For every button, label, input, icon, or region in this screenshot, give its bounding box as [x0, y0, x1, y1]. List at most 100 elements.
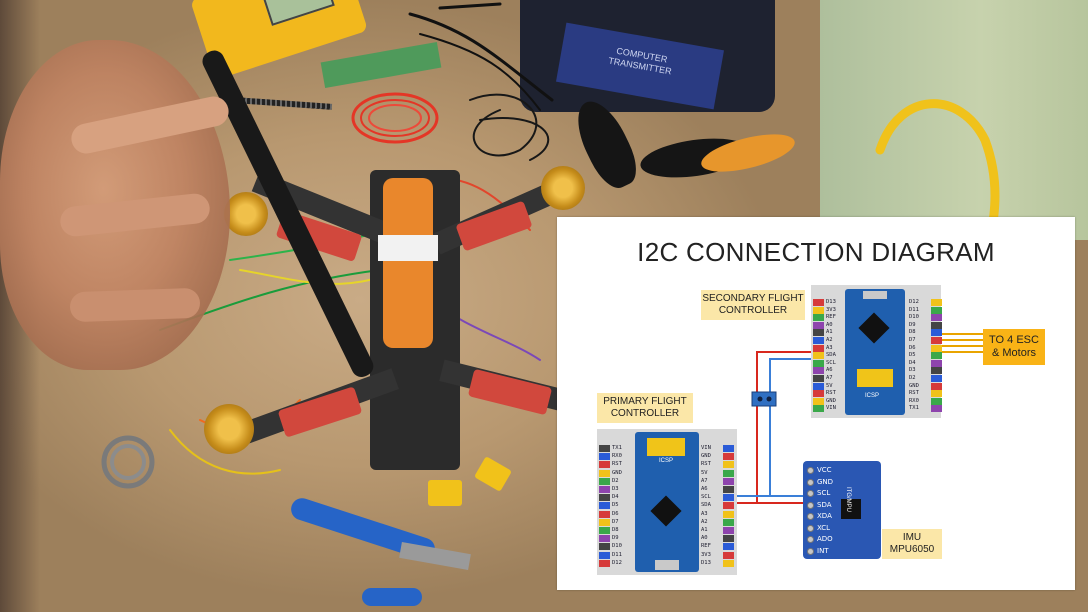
secondary-fc-board: ICSP: [845, 289, 905, 415]
pin-label: SDA: [701, 502, 711, 509]
pin-swatch: [813, 314, 824, 322]
imu-pin-hole: [807, 536, 814, 543]
pin-swatch: [813, 329, 824, 337]
pin-label: D5: [612, 502, 619, 509]
imu-pin-label: INT: [817, 546, 829, 555]
pin-label: RX0: [612, 453, 622, 460]
pin-swatch: [931, 306, 942, 314]
pin-label: A2: [826, 337, 833, 343]
pin-swatch: [813, 405, 824, 413]
pin-swatch: [599, 527, 610, 534]
primary-fc-label-1: PRIMARY FLIGHT: [603, 396, 687, 407]
pin-swatch: [723, 453, 734, 461]
pin-label: D12: [909, 299, 919, 305]
pin-swatch: [931, 314, 942, 322]
diagram-wires: [737, 333, 983, 504]
pin-swatch: [931, 375, 942, 382]
pin-swatch: [599, 494, 610, 502]
pin-label: RST: [826, 390, 836, 397]
primary-fc-board: ICSP: [635, 432, 699, 572]
usb-port: [655, 560, 679, 570]
pin-label: A3: [826, 344, 833, 351]
pin-label: RX0: [909, 397, 919, 404]
imu-pin-label: SCL: [817, 489, 831, 497]
primary-fc-label-2: CONTROLLER: [610, 408, 680, 419]
pin-label: 5V: [826, 382, 833, 389]
mcu-chip: [650, 495, 682, 527]
pin-label: A7: [701, 477, 708, 484]
pin-label: D13: [826, 299, 836, 305]
pin-swatch: [723, 502, 734, 510]
pin-swatch: [723, 559, 734, 567]
pin-label: D4: [909, 359, 916, 366]
pin-label: D6: [612, 510, 619, 517]
pin-swatch: [813, 397, 824, 405]
secondary-fc-label: SECONDARY FLIGHT CONTROLLER: [701, 290, 805, 320]
pin-label: VIN: [826, 405, 836, 412]
motor: [541, 166, 585, 210]
imu-pin-hole: [807, 524, 814, 532]
pin-label: REF: [826, 314, 836, 321]
pin-swatch: [723, 510, 734, 518]
secondary-fc-label-1: SECONDARY FLIGHT: [702, 293, 804, 304]
pin-label: A6: [701, 486, 708, 492]
i2c-diagram-card: I2C CONNECTION DIAGRAM SECONDARY FLIGHT …: [557, 217, 1075, 590]
motor: [204, 404, 254, 454]
pin-label: A7: [826, 375, 833, 381]
imu-pin-label: XDA: [817, 512, 832, 520]
pin-label: D11: [909, 306, 919, 313]
imu-label-2: MPU6050: [889, 544, 935, 555]
icsp-text: ICSP: [659, 458, 674, 464]
pin-label: A0: [826, 321, 833, 328]
pin-label: D8: [909, 329, 916, 336]
pin-label: SCL: [826, 359, 836, 366]
pin-label: D7: [909, 337, 916, 343]
pin-swatch: [931, 352, 942, 360]
pin-swatch: [931, 337, 942, 344]
pin-swatch: [599, 502, 610, 510]
pin-swatch: [599, 559, 610, 567]
pin-label: D6: [909, 344, 916, 351]
imu-pin-hole: [807, 490, 814, 497]
pin-label: 3V3: [826, 306, 836, 313]
imu-chip: [841, 499, 861, 519]
pin-label: D3: [612, 486, 619, 492]
imu-label-1: IMU: [902, 532, 922, 543]
pin-swatch: [931, 397, 942, 405]
pin-label: A6: [826, 367, 833, 374]
imu-pin-hole: [807, 547, 814, 555]
pin-swatch: [599, 551, 610, 559]
pin-label: D2: [909, 375, 916, 381]
pin-label: SCL: [701, 494, 711, 501]
pin-swatch: [599, 469, 610, 477]
usb-port: [863, 291, 887, 299]
pin-swatch: [813, 344, 824, 352]
pin-label: D12: [612, 559, 622, 566]
pin-swatch: [599, 445, 610, 452]
esc-motors-label: TO 4 ESC & Motors: [983, 329, 1045, 365]
pin-swatch: [813, 367, 824, 375]
imu-pin-hole: [807, 513, 814, 520]
pin-swatch: [813, 375, 824, 382]
pin-label: RST: [612, 461, 622, 468]
pin-swatch: [599, 461, 610, 469]
motor: [224, 192, 268, 236]
imu-chip-text: ITG/MPU: [845, 487, 851, 512]
icsp-text: ICSP: [865, 393, 880, 399]
pin-swatch: [813, 306, 824, 314]
pin-label: GND: [909, 382, 919, 389]
pin-label: A0: [701, 535, 708, 542]
pin-label: A1: [826, 329, 833, 336]
pin-label: D4: [612, 494, 619, 501]
pin-swatch: [723, 494, 734, 502]
pin-swatch: [723, 469, 734, 477]
battery-strap: [378, 235, 438, 261]
pin-swatch: [931, 367, 942, 375]
pin-label: TX1: [612, 445, 622, 451]
pin-swatch: [599, 510, 610, 518]
imu-pin-label: SDA: [817, 500, 832, 509]
imu-board: ITG/MPU: [803, 461, 881, 559]
pin-label: SDA: [826, 352, 836, 359]
pin-swatch: [813, 382, 824, 390]
pin-label: D5: [909, 352, 916, 359]
